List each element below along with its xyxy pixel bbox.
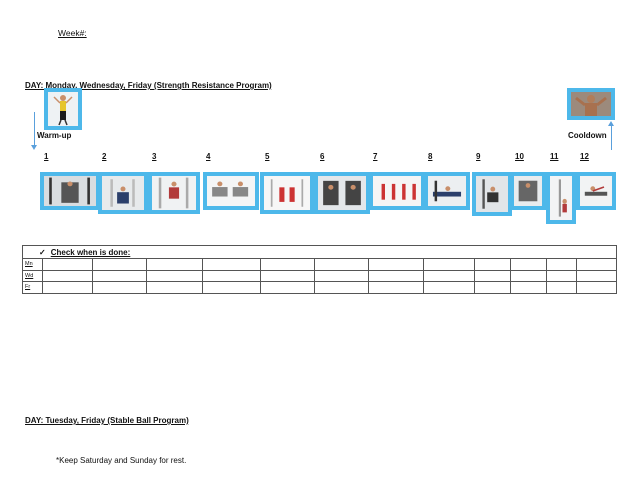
exercise-number-1: 1 [44,152,49,161]
exercise-image-4 [203,172,259,210]
check-cell[interactable] [314,258,369,271]
check-cell[interactable] [314,269,369,282]
check-cell[interactable] [260,258,315,271]
checklist-header: ✓ Check when is done: [22,245,617,259]
exercise-number-3: 3 [152,152,157,161]
exercise-number-8: 8 [428,152,433,161]
warmup-arrow-head [31,145,37,150]
exercise-number-2: 2 [102,152,107,161]
cooldown-arrow [611,126,612,150]
check-cell[interactable] [510,269,547,282]
cooldown-label: Cooldown [568,131,607,140]
section-title-strength: DAY: Monday, Wednesday, Friday (Strength… [25,81,272,90]
table-row: Fr [22,281,617,294]
exercise-number-10: 10 [515,152,524,161]
exercise-image-8 [424,172,470,210]
check-cell[interactable] [474,269,511,282]
check-cell[interactable] [546,258,577,271]
exercise-image-5 [260,172,314,214]
check-cell[interactable] [92,281,147,294]
check-cell[interactable] [510,281,547,294]
check-cell[interactable] [202,269,261,282]
table-row: Mn [22,258,617,271]
check-cell[interactable] [202,258,261,271]
week-label: Week#: [58,28,87,38]
exercise-number-4: 4 [206,152,211,161]
check-cell[interactable] [576,281,617,294]
exercise-number-11: 11 [550,152,559,161]
check-cell[interactable] [92,269,147,282]
exercise-number-6: 6 [320,152,325,161]
exercise-image-1 [40,172,100,210]
exercise-image-9 [472,172,512,216]
check-cell[interactable] [474,258,511,271]
check-cell[interactable] [368,258,424,271]
checklist-table: ✓ Check when is done: Mn Wd Fr [22,245,617,294]
check-cell[interactable] [314,281,369,294]
check-cell[interactable] [368,269,424,282]
row-label-wd: Wd [22,269,43,282]
check-cell[interactable] [576,269,617,282]
exercise-number-9: 9 [476,152,481,161]
warmup-arrow [34,112,35,146]
check-cell[interactable] [42,269,93,282]
check-cell[interactable] [423,281,475,294]
check-cell[interactable] [146,258,203,271]
exercise-image-10 [510,172,546,210]
exercise-image-7 [369,172,425,210]
check-cell[interactable] [576,258,617,271]
exercise-image-12 [576,172,616,210]
exercise-number-7: 7 [373,152,378,161]
exercise-image-3 [148,172,200,214]
exercise-image-2 [98,172,148,214]
check-cell[interactable] [510,258,547,271]
check-cell[interactable] [546,269,577,282]
row-label-fr: Fr [22,281,43,294]
check-cell[interactable] [42,281,93,294]
check-cell[interactable] [42,258,93,271]
cooldown-image [567,88,615,120]
check-cell[interactable] [368,281,424,294]
warmup-label: Warm-up [37,131,72,140]
check-cell[interactable] [146,269,203,282]
checklist-header-label: Check when is done: [50,247,131,257]
check-cell[interactable] [260,269,315,282]
check-mark-icon: ✓ [39,247,46,257]
section-title-stable-ball: DAY: Tuesday, Friday (Stable Ball Progra… [25,416,189,425]
check-cell[interactable] [146,281,203,294]
check-cell[interactable] [423,269,475,282]
exercise-image-6 [314,172,370,214]
check-cell[interactable] [92,258,147,271]
warmup-image [44,88,82,130]
check-cell[interactable] [474,281,511,294]
exercise-number-5: 5 [265,152,270,161]
check-cell[interactable] [546,281,577,294]
table-row: Wd [22,269,617,282]
rest-note: *Keep Saturday and Sunday for rest. [56,456,187,465]
exercise-number-12: 12 [580,152,589,161]
check-cell[interactable] [260,281,315,294]
exercise-image-11 [546,172,576,224]
check-cell[interactable] [202,281,261,294]
check-cell[interactable] [423,258,475,271]
row-label-mn: Mn [22,258,43,271]
cooldown-arrow-head [608,121,614,126]
